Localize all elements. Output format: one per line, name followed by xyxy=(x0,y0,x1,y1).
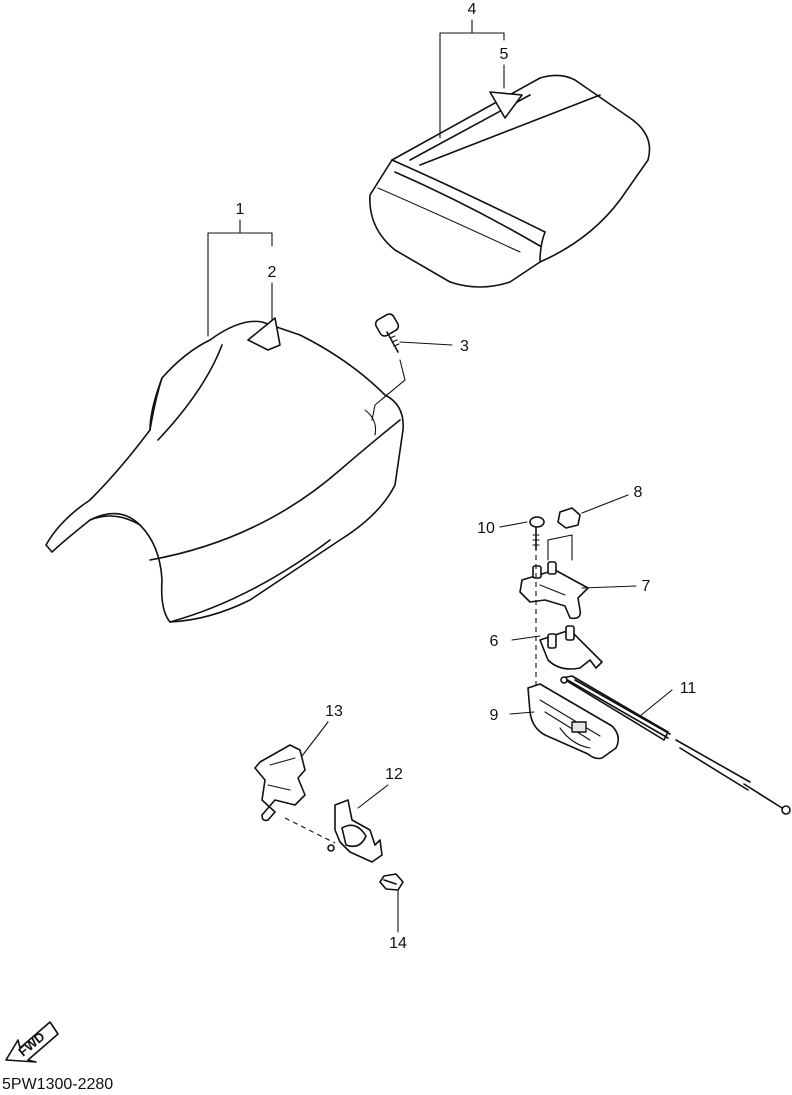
callout-11: 11 xyxy=(680,680,697,697)
cable-11[interactable] xyxy=(560,675,791,815)
rear-seat[interactable] xyxy=(369,74,651,288)
lower-axis xyxy=(284,817,336,844)
callout-4: 4 xyxy=(468,1,477,18)
callout-7: 7 xyxy=(642,578,651,595)
callout-12: 12 xyxy=(385,766,403,783)
callout-5: 5 xyxy=(500,46,509,63)
lock-12[interactable] xyxy=(327,799,383,863)
callout-3: 3 xyxy=(460,338,469,355)
fwd-arrow-icon: FWD xyxy=(5,1021,59,1063)
lock-housing-9[interactable] xyxy=(527,683,620,760)
callout-6: 6 xyxy=(490,633,499,650)
bracket-13[interactable] xyxy=(254,744,306,822)
diagram-code: 5PW1300-2280 xyxy=(2,1076,113,1093)
callout-14: 14 xyxy=(389,935,407,952)
callout-9: 9 xyxy=(490,707,499,724)
callout-13: 13 xyxy=(325,703,343,720)
callout-8: 8 xyxy=(634,484,643,501)
front-seat[interactable] xyxy=(45,320,404,623)
lock-plate-6[interactable] xyxy=(539,625,603,670)
bolt-14[interactable] xyxy=(379,873,404,891)
bolt-10[interactable] xyxy=(529,516,545,551)
front-seat-tag[interactable] xyxy=(247,317,281,351)
rear-seat-tag[interactable] xyxy=(489,91,523,119)
callout-10: 10 xyxy=(477,520,495,537)
bolt-3[interactable] xyxy=(371,312,406,421)
callout-1: 1 xyxy=(236,201,245,218)
nut-8[interactable] xyxy=(557,507,581,529)
leader-lines xyxy=(207,19,673,933)
bracket-7[interactable] xyxy=(519,534,589,620)
callout-2: 2 xyxy=(268,264,277,281)
